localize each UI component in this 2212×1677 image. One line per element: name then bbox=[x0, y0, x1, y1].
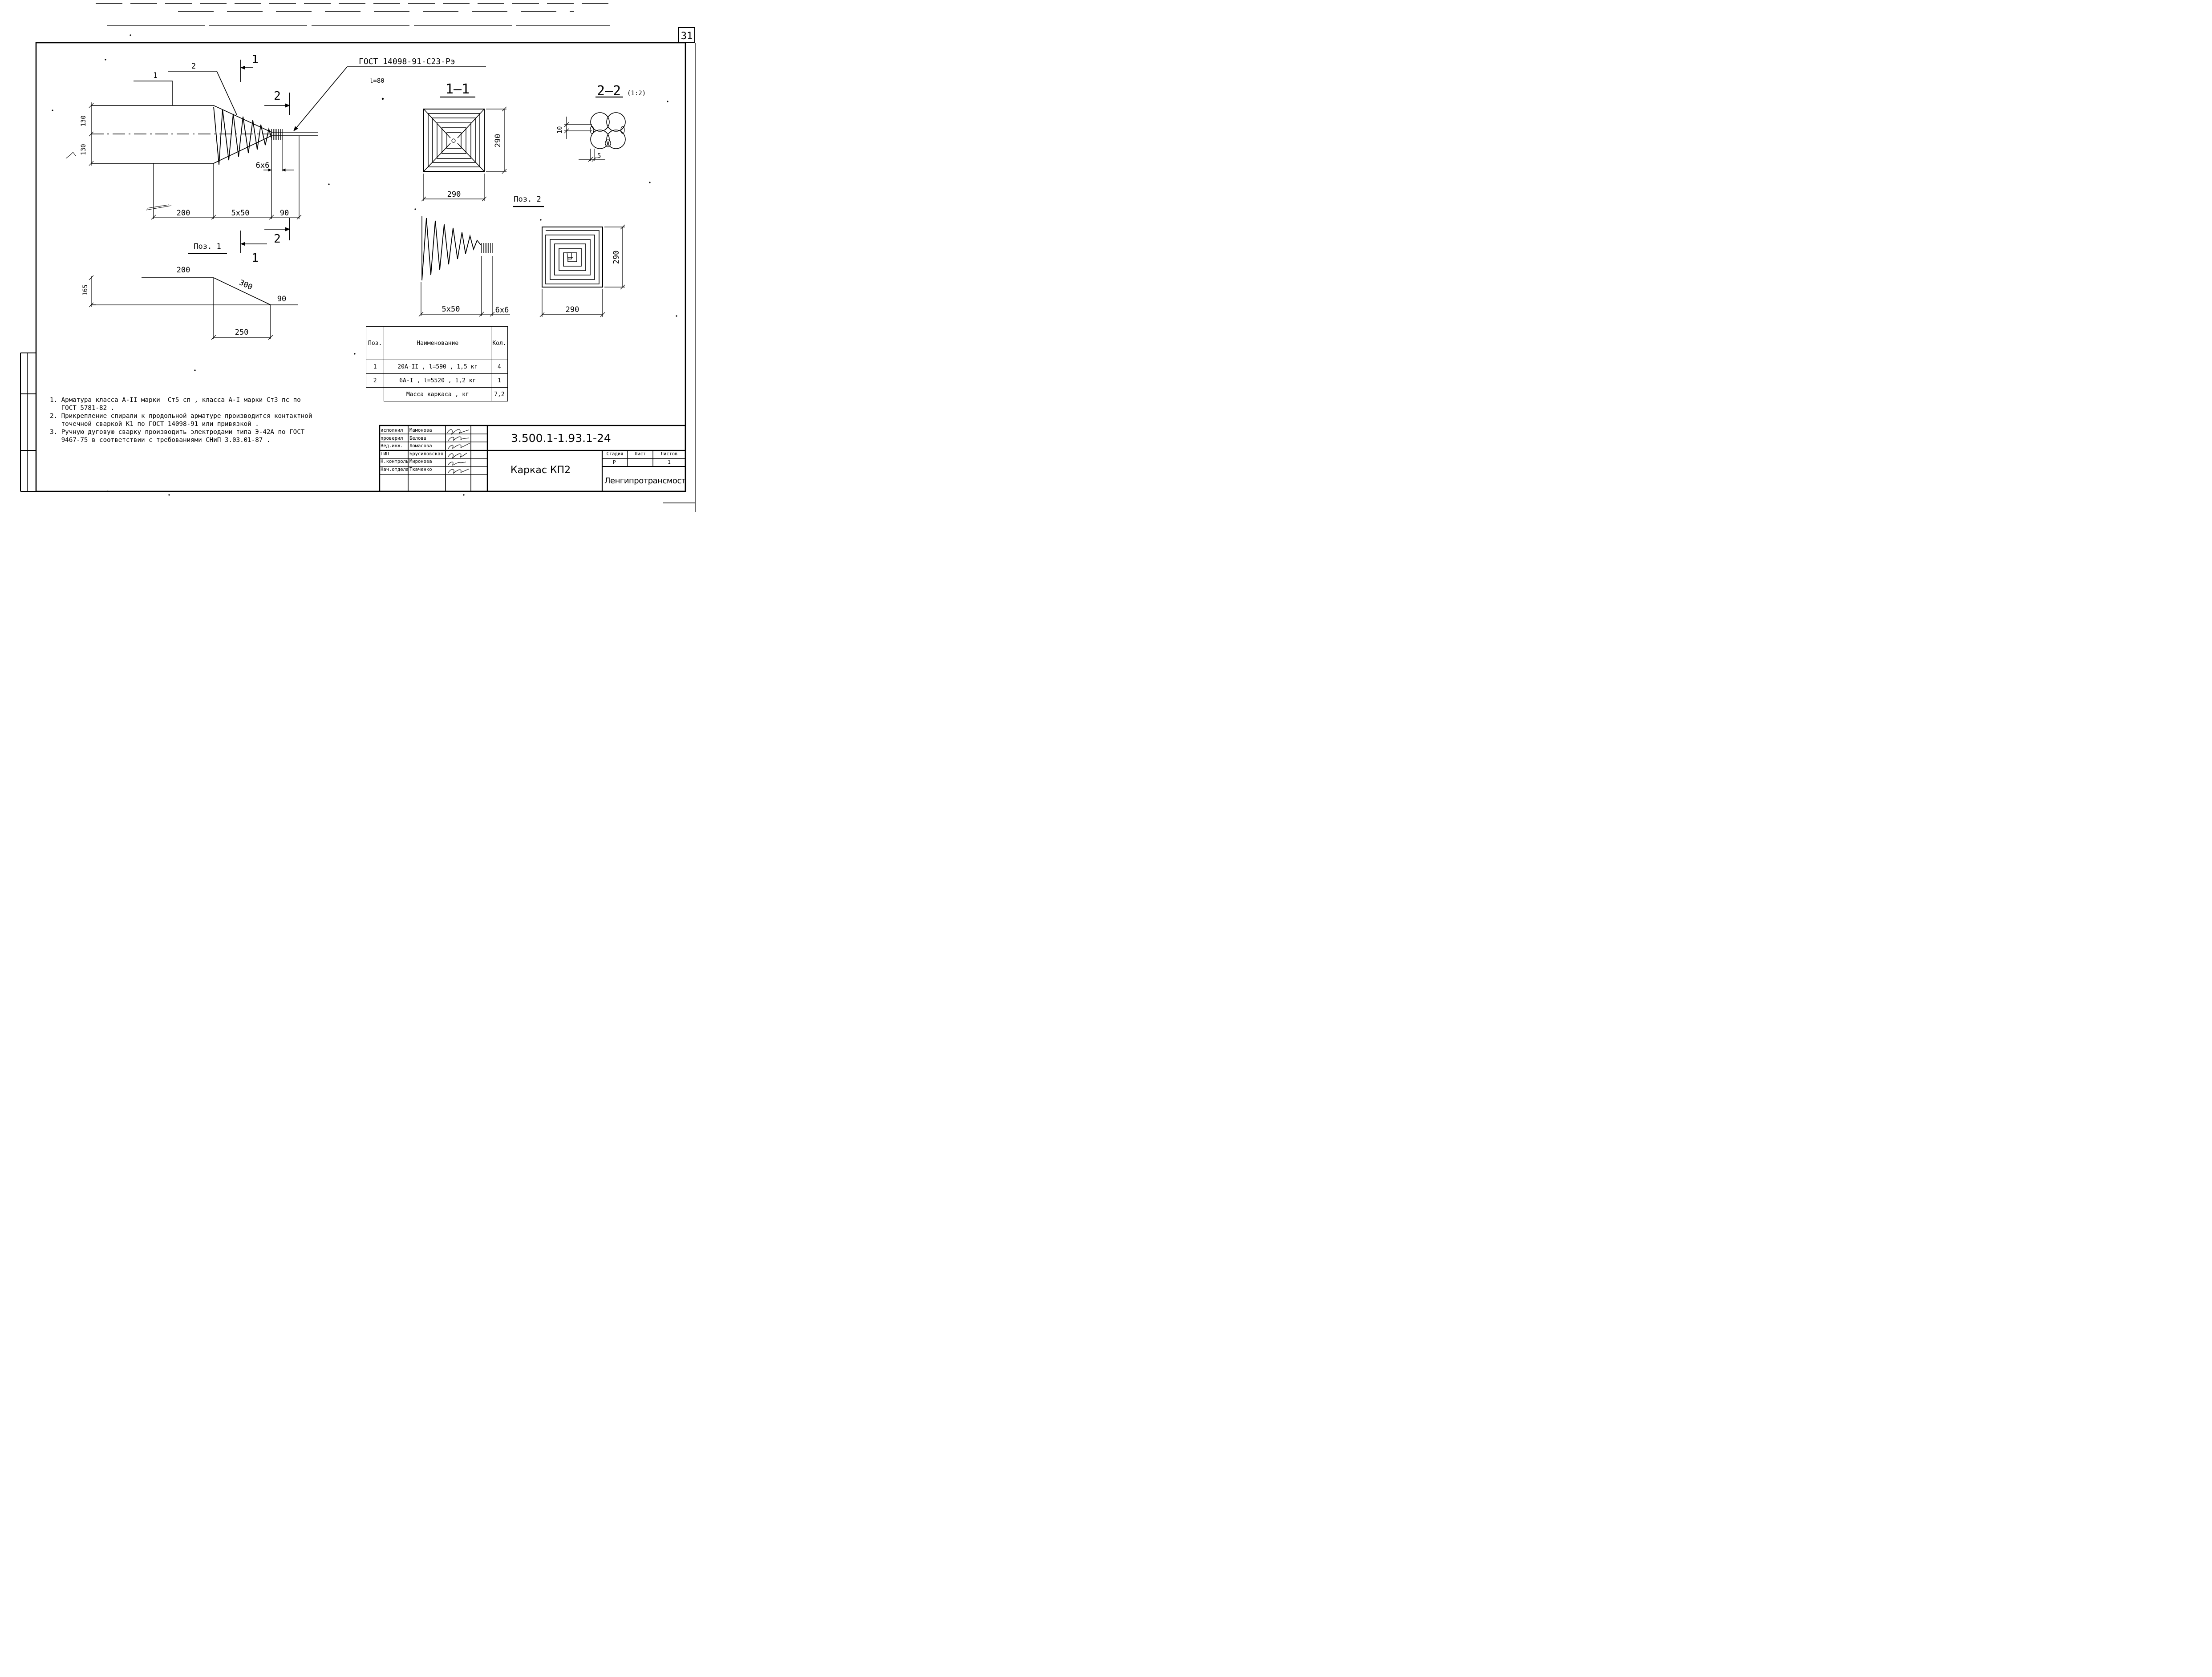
spec-row-name: 6А-I , l=5520 , 1,2 кг bbox=[384, 373, 492, 388]
spec-header-pos: Поз. bbox=[365, 326, 385, 360]
stage-value: Р bbox=[613, 459, 616, 465]
person-name: Миронова bbox=[409, 459, 432, 465]
pos1-elevation bbox=[65, 60, 486, 254]
sheet-frame bbox=[20, 27, 696, 512]
dim-p2-5x50: 5x50 bbox=[442, 305, 460, 314]
spec-row-pos: 1 bbox=[365, 360, 385, 374]
section-mark-2-bottom: 2 bbox=[274, 232, 281, 246]
pos2-views bbox=[418, 206, 625, 317]
spec-total-blank bbox=[366, 388, 384, 401]
sheets-value: 1 bbox=[668, 459, 671, 465]
section-2-2-scale: (1:2) bbox=[627, 90, 646, 97]
dim-200: 200 bbox=[177, 209, 190, 218]
note-line: 2. Прикрепление спирали к продольной арм… bbox=[50, 413, 312, 420]
title-block-frame bbox=[379, 425, 686, 492]
spec-row-qty: 1 bbox=[491, 373, 508, 388]
dim-s11-290-height: 290 bbox=[494, 134, 502, 148]
role-label: ГИП bbox=[381, 451, 389, 457]
top-scan-lines bbox=[96, 3, 610, 26]
note-line: 9467-75 в соответствии с требованиями СН… bbox=[50, 437, 271, 444]
note-line: 3. Ручную дуговую сварку производить эле… bbox=[50, 429, 305, 436]
sheet-label: Лист bbox=[634, 451, 646, 457]
document-code: 3.500.1-1.93.1-24 bbox=[511, 432, 611, 445]
person-name: Ломасова bbox=[409, 443, 432, 449]
role-label: проверил bbox=[381, 435, 403, 441]
dim-s11-290-width: 290 bbox=[447, 190, 461, 199]
pos-label-2: 2 bbox=[191, 62, 196, 71]
pos1-bend-labels: 200 300 90 250 165 bbox=[82, 266, 286, 337]
section-mark-1-top: 1 bbox=[251, 53, 259, 66]
dim-p2-290-width: 290 bbox=[566, 305, 579, 314]
person-name: Мамонова bbox=[409, 428, 432, 433]
section-2-2-title: 2–2 bbox=[597, 83, 621, 99]
pos1-bend-shape bbox=[89, 275, 298, 340]
pos1-labels: 1 2 1 1 2 2 ГОСТ 14098-91-С23-Рэ l=80 20… bbox=[80, 53, 455, 265]
spec-header-row: Поз. Наименование Кол. bbox=[365, 326, 508, 360]
spec-header-qty: Кол. bbox=[491, 326, 508, 360]
table-row: 1 20А-II , l=590 , 1,5 кг 4 bbox=[365, 360, 508, 374]
stage-label: Стадия bbox=[606, 451, 624, 457]
title-block-names: Мамонова Белова Ломасова Брусиловская Ми… bbox=[409, 427, 445, 474]
pos2-caption: Поз. 2 bbox=[514, 195, 541, 204]
signatures bbox=[447, 429, 470, 474]
drawing-sheet: 31 bbox=[20, 3, 696, 512]
person-name: Ткаченко bbox=[409, 466, 432, 472]
role-label: Нач.отдела bbox=[381, 466, 409, 472]
person-name: Брусиловская bbox=[409, 451, 443, 457]
section-2-2-labels: 2–2 (1:2) 10 5 bbox=[556, 83, 646, 160]
title-block-roles: исполнил проверил Вед.инж. ГИП Н.контрол… bbox=[381, 427, 409, 474]
pos2-labels: Поз. 2 5x50 6x6 290 290 bbox=[442, 195, 621, 315]
spec-row-pos: 2 bbox=[365, 373, 385, 388]
spec-total-label: Масса каркаса , кг bbox=[384, 387, 492, 401]
general-notes: 1. Арматура класса А-II марки Ст5 сп , к… bbox=[50, 396, 344, 444]
weld-length: l=80 bbox=[369, 77, 385, 85]
section-1-1-labels: 1–1 290 290 bbox=[446, 81, 502, 199]
section-2-2-view bbox=[564, 96, 626, 162]
spec-total-row: Масса каркаса , кг 7,2 bbox=[366, 387, 508, 401]
dim-p2-6x6: 6x6 bbox=[495, 306, 509, 315]
pos-label-1: 1 bbox=[153, 71, 158, 80]
dim-130-top: 130 bbox=[80, 115, 87, 126]
role-label: Н.контроль bbox=[381, 459, 409, 465]
role-label: исполнил bbox=[381, 428, 403, 433]
dim-bend-250: 250 bbox=[235, 328, 249, 337]
specification-table: Поз. Наименование Кол. 1 20А-II , l=590 … bbox=[365, 326, 508, 401]
dim-6x6: 6x6 bbox=[256, 161, 270, 170]
dim-bend-200: 200 bbox=[177, 266, 190, 275]
organization-name: Ленгипротрансмост bbox=[604, 476, 686, 486]
spec-row-qty: 4 bbox=[491, 360, 508, 374]
section-mark-1-bottom: 1 bbox=[251, 251, 259, 265]
dim-bend-165: 165 bbox=[82, 284, 89, 296]
section-mark-2-top: 2 bbox=[274, 89, 281, 103]
spec-total-qty: 7,2 bbox=[491, 387, 508, 401]
note-line: ГОСТ 5781-82 . bbox=[50, 405, 115, 412]
gost-callout: ГОСТ 14098-91-С23-Рэ bbox=[359, 57, 455, 66]
dim-s22-10: 10 bbox=[556, 126, 563, 134]
note-line: точечной сваркой К1 по ГОСТ 14098-91 или… bbox=[50, 421, 259, 428]
table-row: 2 6А-I , l=5520 , 1,2 кг 1 bbox=[365, 373, 508, 388]
dim-bend-90: 90 bbox=[277, 295, 286, 304]
dim-bend-300: 300 bbox=[238, 278, 254, 292]
dim-5x50: 5x50 bbox=[231, 209, 250, 218]
dim-s22-5: 5 bbox=[597, 152, 601, 160]
scan-specks bbox=[52, 34, 677, 496]
person-name: Белова bbox=[409, 435, 426, 441]
document-title: Каркас КП2 bbox=[510, 465, 571, 476]
spec-row-name: 20А-II , l=590 , 1,5 кг bbox=[384, 360, 492, 374]
dim-130-bottom: 130 bbox=[80, 144, 87, 155]
note-line: 1. Арматура класса А-II марки Ст5 сп , к… bbox=[50, 397, 301, 404]
section-1-1-view bbox=[421, 96, 507, 202]
role-label: Вед.инж. bbox=[381, 443, 403, 449]
sheets-label: Листов bbox=[660, 451, 678, 457]
dim-90: 90 bbox=[280, 209, 289, 218]
spec-header-name: Наименование bbox=[384, 326, 492, 360]
section-1-1-title: 1–1 bbox=[446, 81, 470, 97]
dim-p2-290-height: 290 bbox=[612, 251, 621, 264]
pos1-caption: Поз. 1 bbox=[194, 242, 221, 251]
sheet-number: 31 bbox=[681, 31, 693, 42]
